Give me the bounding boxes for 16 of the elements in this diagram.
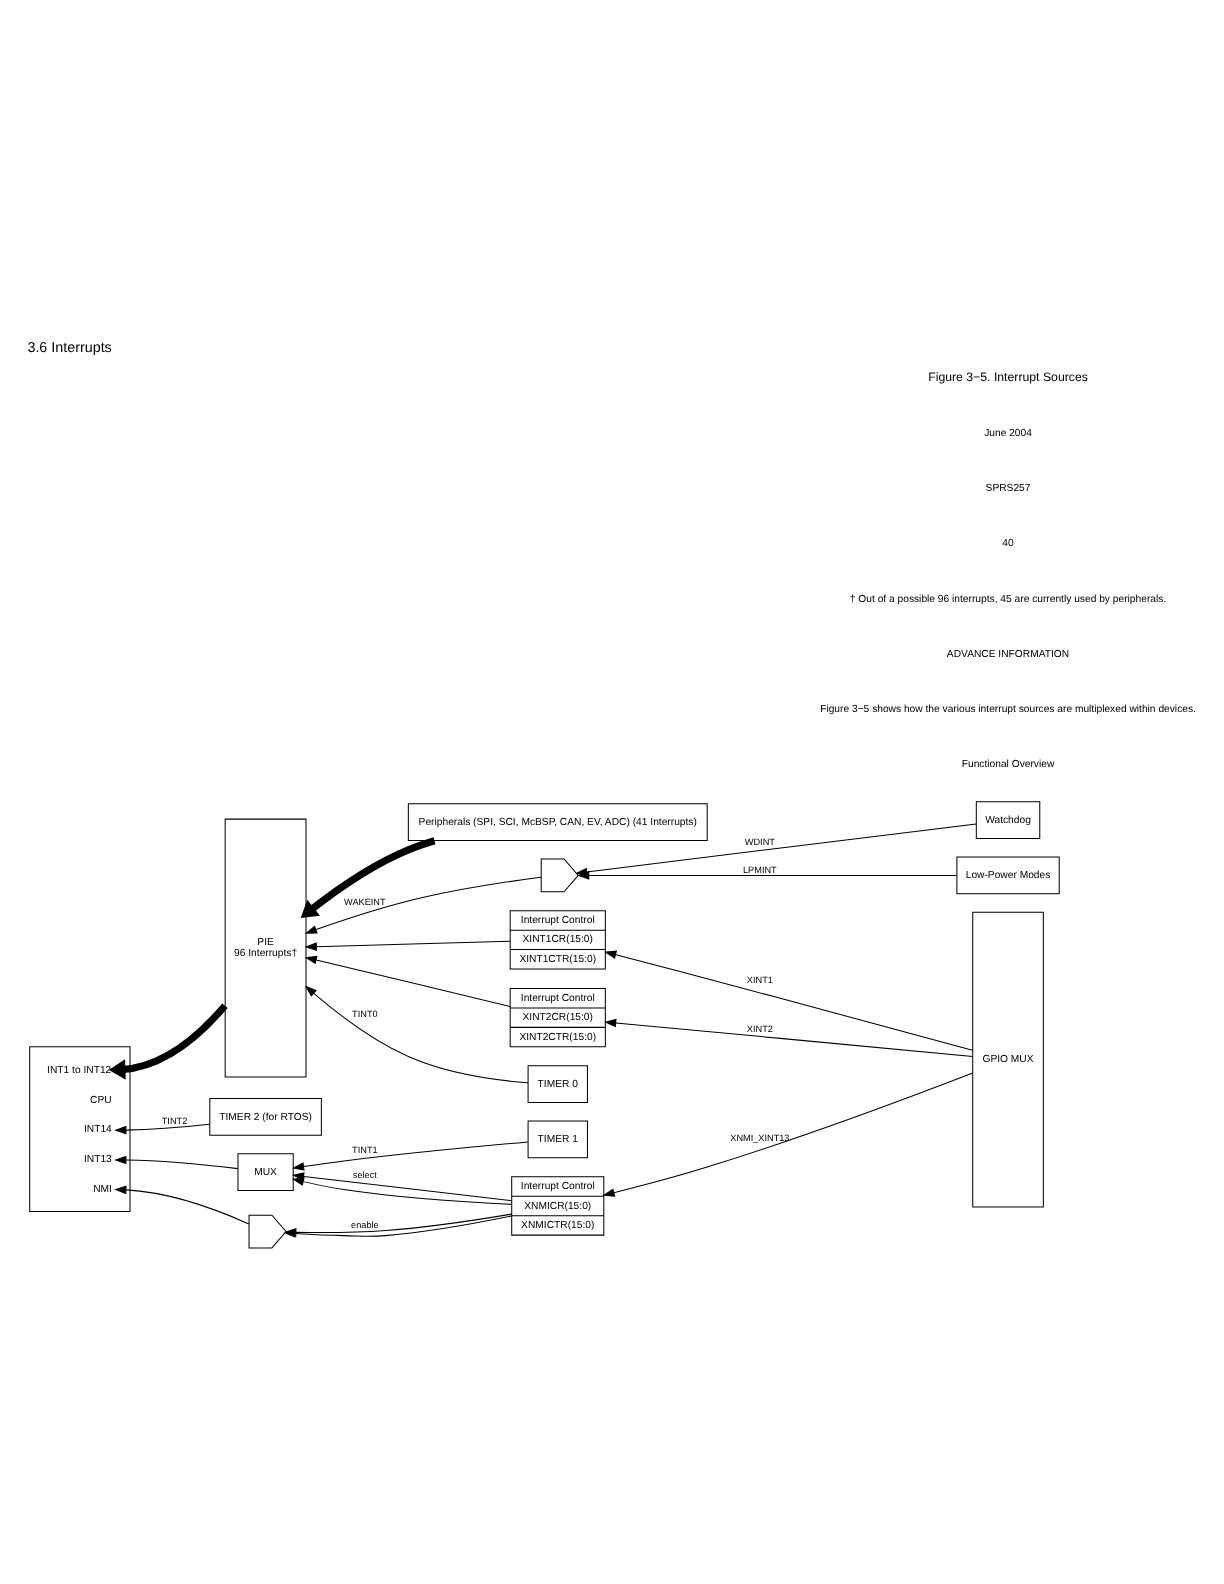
node-gate bbox=[248, 1214, 287, 1249]
arrow bbox=[108, 1003, 228, 1080]
node-gate bbox=[540, 858, 579, 893]
arrow bbox=[300, 837, 436, 919]
arrow bbox=[604, 950, 973, 1051]
arrow bbox=[304, 955, 511, 1007]
arrow bbox=[304, 985, 529, 1084]
arrow bbox=[304, 876, 542, 934]
arrow bbox=[603, 1018, 974, 1057]
arrow bbox=[602, 1072, 974, 1197]
arrow bbox=[291, 1141, 529, 1171]
arrow bbox=[304, 940, 511, 951]
arrow bbox=[577, 871, 957, 880]
arrow bbox=[114, 1155, 239, 1170]
arrow bbox=[114, 1123, 211, 1135]
arrow bbox=[114, 1185, 250, 1225]
